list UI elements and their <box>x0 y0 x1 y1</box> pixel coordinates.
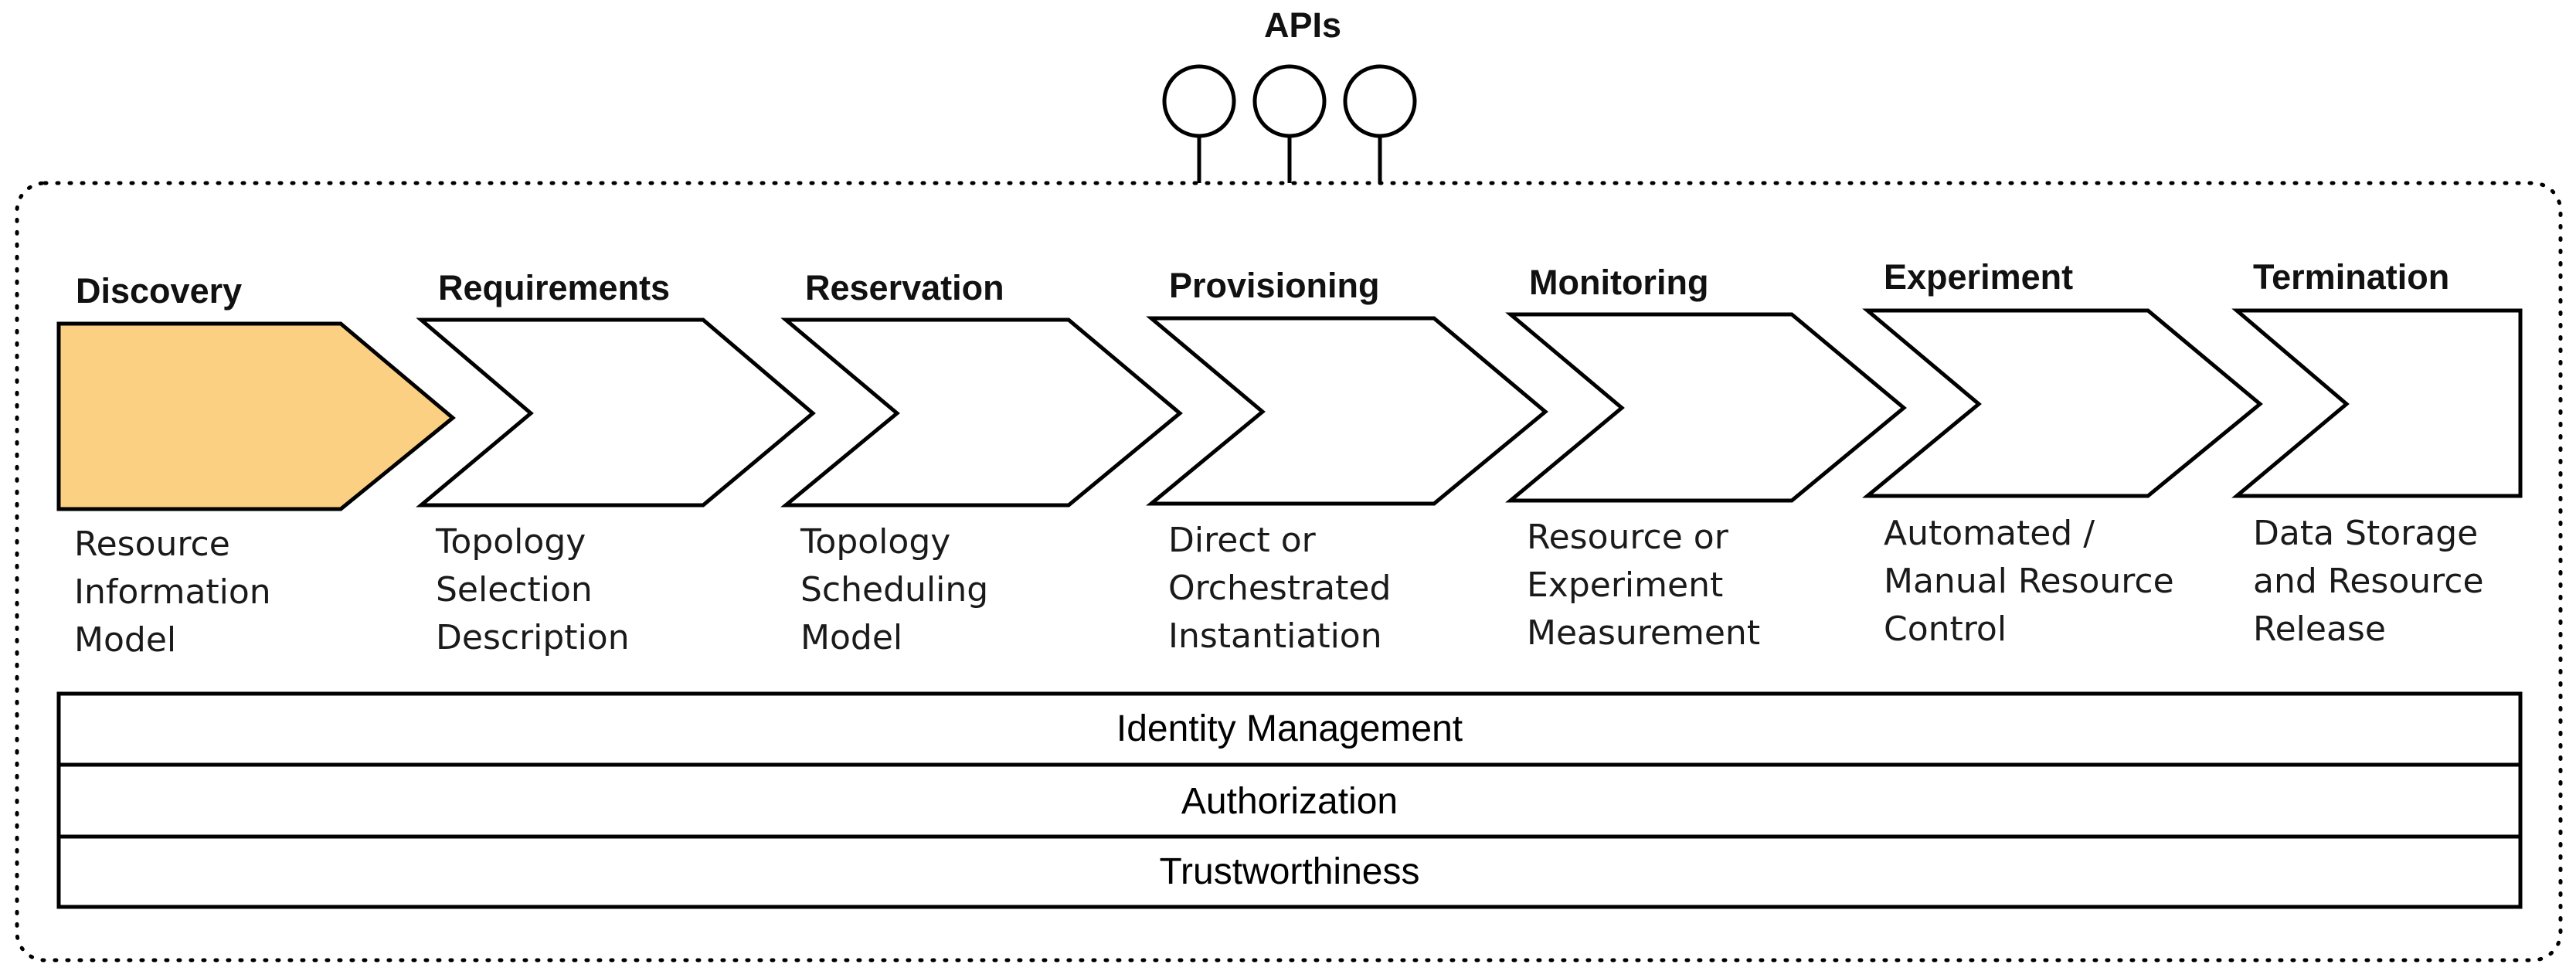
description-line: Information <box>74 572 271 612</box>
description-line: Experiment <box>1527 565 1723 605</box>
description-line: Description <box>436 618 630 657</box>
api-endpoint-icon <box>1343 64 1417 138</box>
stage-arrow <box>56 321 456 511</box>
layer-label-authorization: Authorization <box>1181 781 1398 822</box>
stage-reservation: Reservation Topology Scheduling Model <box>780 268 1183 657</box>
layer-box-authorization <box>56 762 2523 839</box>
description-line: Control <box>1884 609 2007 649</box>
stage-arrow <box>1862 308 2263 498</box>
stage-experiment: Experiment Automated / Manual Resource C… <box>1862 257 2263 649</box>
description-line: Scheduling <box>800 570 988 609</box>
description-line: Model <box>74 620 176 660</box>
description-line: Topology <box>435 522 586 562</box>
stage-description: Direct or Orchestrated Instantiation <box>1168 521 1402 656</box>
stage-description: Topology Scheduling Model <box>800 522 999 657</box>
layer-box-identity-management <box>56 691 2523 767</box>
stage-arrow <box>1146 316 1548 506</box>
description-line: Release <box>2253 609 2386 649</box>
stage-monitoring: Monitoring Resource or Experiment Measur… <box>1505 263 1907 653</box>
stage-description: Automated / Manual Resource Control <box>1884 514 2185 649</box>
stage-arrow <box>780 317 1183 508</box>
stage-title: Requirements <box>438 268 670 307</box>
stage-arrow <box>1505 312 1907 503</box>
stage-description: Topology Selection Description <box>435 522 630 657</box>
stage-title: Monitoring <box>1529 263 1708 302</box>
description-line: Resource or <box>1527 518 1729 557</box>
stage-provisioning: Provisioning Direct or Orchestrated Inst… <box>1146 266 1548 656</box>
description-line: Automated / <box>1884 514 2095 553</box>
stage-discovery: Discovery Resource Information Model <box>56 271 456 660</box>
stage-termination: Termination Data Storage and Resource Re… <box>2231 257 2523 649</box>
description-line: Data Storage <box>2253 514 2478 553</box>
description-line: Model <box>800 618 902 657</box>
description-line: Orchestrated <box>1168 569 1391 608</box>
system-boundary <box>15 181 2563 963</box>
description-line: Manual Resource <box>1884 562 2174 601</box>
api-endpoint-icon <box>1252 64 1327 138</box>
description-line: Direct or <box>1168 521 1317 560</box>
stage-title: Experiment <box>1884 257 2073 297</box>
description-line: Selection <box>436 570 593 609</box>
stage-arrow <box>2231 308 2523 498</box>
apis-label: APIs <box>1264 5 1341 45</box>
stage-requirements: Requirements Topology Selection Descript… <box>416 268 816 657</box>
description-line: Topology <box>800 522 950 562</box>
layer-label-identity-management: Identity Management <box>1116 708 1463 749</box>
stage-description: Data Storage and Resource Release <box>2253 514 2495 649</box>
description-line: Instantiation <box>1168 616 1382 656</box>
description-line: Resource <box>74 525 230 564</box>
cross-cutting-layers: Identity Management Authorization Trustw… <box>56 691 2523 909</box>
layer-box-trustworthiness <box>56 834 2523 909</box>
layer-label-trustworthiness: Trustworthiness <box>1160 851 1420 892</box>
stage-title: Discovery <box>76 271 242 311</box>
description-line: and Resource <box>2253 562 2484 601</box>
stage-title: Provisioning <box>1169 266 1380 305</box>
stage-description: Resource Information Model <box>74 525 282 660</box>
stage-title: Termination <box>2253 257 2449 297</box>
stage-arrow <box>416 317 816 508</box>
stage-title: Reservation <box>805 268 1004 307</box>
api-endpoints <box>1162 64 1417 183</box>
description-line: Measurement <box>1527 613 1760 653</box>
api-endpoint-icon <box>1162 64 1236 138</box>
stage-description: Resource or Experiment Measurement <box>1527 518 1760 653</box>
